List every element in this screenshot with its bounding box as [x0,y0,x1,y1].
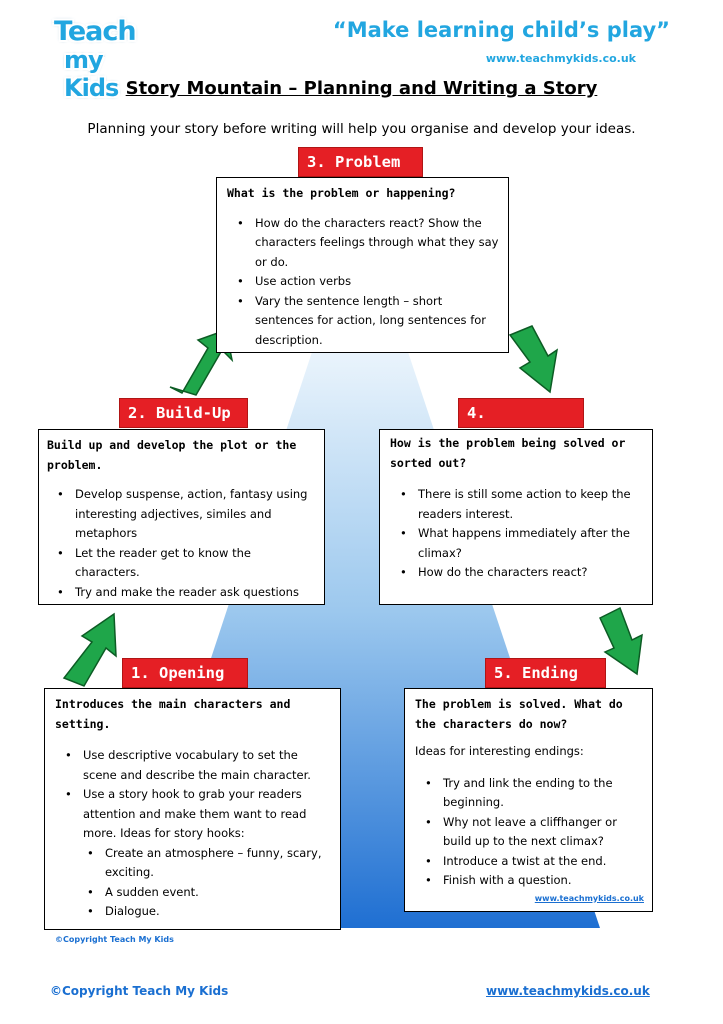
ending-url[interactable]: www.teachmykids.co.uk [534,893,644,903]
problem-list: How do the characters react? Show the ch… [227,214,500,351]
arrow-opening-to-buildup [62,612,117,687]
buildup-question: Build up and develop the plot or the pro… [47,438,297,472]
list-item: What happens immediately after the clima… [390,524,644,563]
opening-list: Use descriptive vocabulary to set the sc… [55,746,332,922]
list-item: Finish with a question. [415,871,644,891]
buildup-heading: 2. Build-Up [119,398,248,428]
ending-heading: 5. Ending [485,658,606,688]
arrow-resolution-to-ending [599,606,643,676]
list-item: There is still some action to keep the r… [390,485,644,524]
list-item: A sudden event. [55,883,332,903]
list-item: Try and make the reader ask questions [47,583,316,603]
list-item: Develop suspense, action, fantasy using … [47,485,316,544]
list-item: How do the characters react? [390,563,644,583]
footer-copyright: ©Copyright Teach My Kids [50,984,229,998]
slogan: “Make learning child’s play” [332,18,670,42]
resolution-list: There is still some action to keep the r… [390,485,644,583]
ending-list: Try and link the ending to the beginning… [415,774,644,891]
header-url[interactable]: www.teachmykids.co.uk [485,52,636,65]
list-item: Use a story hook to grab your readers at… [55,785,332,844]
arrow-problem-to-resolution [508,325,559,394]
list-item: Vary the sentence length – short sentenc… [227,292,500,351]
ending-question: The problem is solved. What do the chara… [415,697,623,731]
list-item: Why not leave a cliffhanger or build up … [415,813,644,852]
ending-box: The problem is solved. What do the chara… [404,688,653,912]
list-item: Use descriptive vocabulary to set the sc… [55,746,332,785]
list-item: Try and link the ending to the beginning… [415,774,644,813]
buildup-list: Develop suspense, action, fantasy using … [47,485,316,602]
page-title: Story Mountain – Planning and Writing a … [125,78,598,99]
opening-heading: 1. Opening [122,658,248,688]
problem-heading: 3. Problem [298,147,423,177]
resolution-heading: 4. Resolution [458,398,584,450]
ending-ideas: Ideas for interesting endings: [415,744,584,758]
list-item: How do the characters react? Show the ch… [227,214,500,273]
intro-text: Planning your story before writing will … [87,121,636,137]
opening-question: Introduces the main characters and setti… [55,697,291,731]
teach-my-kids-logo: Teach my Kids [54,16,137,102]
list-item: Introduce a twist at the end. [415,852,644,872]
resolution-question: How is the problem being solved or sorte… [390,436,626,470]
buildup-box: Build up and develop the plot or the pro… [38,429,325,605]
list-item: Let the reader get to know the character… [47,544,316,583]
problem-box: What is the problem or happening? How do… [216,177,509,353]
problem-question: What is the problem or happening? [227,186,456,200]
opening-box: Introduces the main characters and setti… [44,688,341,944]
footer-url[interactable]: www.teachmykids.co.uk [486,984,650,998]
list-item: Dialogue. [55,902,332,922]
list-item: Create an atmosphere – funny, scary, exc… [55,844,332,883]
list-item: Use action verbs [227,272,500,292]
opening-copyright: ©Copyright Teach My Kids [55,934,174,944]
resolution-box: How is the problem being solved or sorte… [379,429,653,605]
